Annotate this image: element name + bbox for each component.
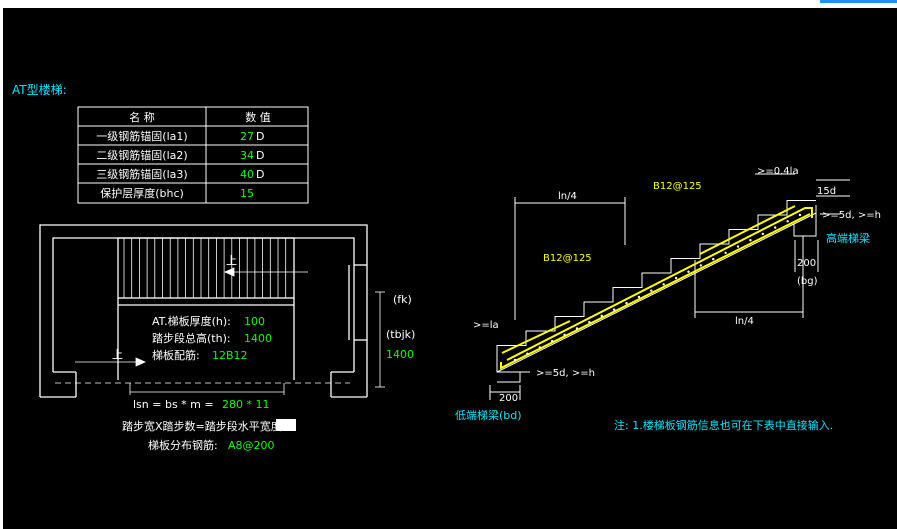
rebar-dot [712, 257, 715, 261]
plan-up-label: 上 [112, 348, 123, 361]
rebar-dot [612, 308, 616, 311]
rebar-dot [724, 251, 727, 255]
rebar-dot [637, 295, 641, 299]
total-height-value[interactable]: 1400 [244, 332, 272, 345]
rebar-dot [526, 352, 529, 355]
rebar-dot [749, 239, 752, 242]
low-beam-label: 低端梯梁(bd) [455, 408, 522, 422]
dist-rebar-label: 梯板分布钢筋: [148, 438, 218, 452]
table-row-name: 一级钢筋锚固(la1) [96, 129, 187, 143]
rebar-dot [786, 220, 789, 223]
dim-200-left: 200 [499, 393, 518, 404]
rebar-dot [798, 213, 802, 217]
la-left-label: >=la [473, 320, 499, 331]
rebar-dot [550, 339, 554, 343]
rebar-dot [600, 314, 603, 318]
ln4-lower: ln/4 [735, 316, 754, 327]
five-d-h-lower: >=5d, >=h [536, 368, 595, 379]
rebar-dot [625, 302, 628, 305]
rebar-dot [774, 226, 777, 229]
table-row-value[interactable]: 15 [240, 187, 254, 200]
rebar-dot [588, 320, 591, 324]
bg-label: (bg) [797, 276, 818, 287]
thickness-label: AT.梯板厚度(h): [152, 314, 231, 328]
cad-canvas [3, 8, 897, 529]
table-row-unit: D [256, 149, 264, 162]
five-d-top-label: 15d [817, 186, 836, 197]
table-row-name: 二级钢筋锚固(la2) [96, 148, 187, 162]
dist-rebar-value[interactable]: A8@200 [228, 439, 275, 452]
table-row-unit: D [256, 130, 264, 143]
table-row-name: 保护层厚度(bhc) [100, 186, 184, 200]
table-header-name: 名 称 [129, 110, 155, 124]
stair-treads [123, 238, 287, 298]
tbjk-value[interactable]: 1400 [386, 348, 414, 361]
ln4-upper: ln/4 [558, 191, 577, 202]
lsn-formula: lsn = bs * m = [133, 398, 214, 411]
table-row-value[interactable]: 27 [240, 130, 254, 143]
plan-up-label: 上 [226, 254, 237, 267]
note-text: 注: 1.楼梯板钢筋信息也可在下表中直接输入. [614, 418, 833, 432]
plan-guide-lines [55, 267, 385, 395]
rebar-dot [699, 264, 703, 267]
rebar-dot [563, 333, 566, 336]
tbjk-label: (tbjk) [386, 328, 415, 341]
stair-section [489, 173, 850, 400]
rebar-dot [513, 358, 517, 362]
five-d-h-upper: >=5d, >=h [822, 210, 881, 221]
stair-plan [39, 224, 368, 398]
anchor-la-label: >=0.4la [757, 166, 799, 177]
rebar-dot [650, 289, 653, 292]
rebar-dot [538, 346, 541, 349]
table-row-name: 三级钢筋锚固(la3) [96, 167, 187, 181]
rebar-dot [575, 327, 579, 330]
rebar-value[interactable]: 12B12 [212, 349, 248, 362]
rebar-table [77, 106, 309, 204]
rebar-dot [674, 276, 678, 280]
fk-label: (fk) [393, 293, 412, 306]
dim-200-right: 200 [797, 258, 816, 269]
table-row-value[interactable]: 34 [240, 149, 254, 162]
rebar-dot [687, 270, 690, 273]
top-rebar-upper[interactable]: B12@125 [653, 181, 702, 192]
thickness-value[interactable]: 100 [244, 315, 265, 328]
top-accent-bar [820, 0, 897, 3]
table-header-value: 数 值 [245, 111, 271, 124]
high-beam-label: 高端梯梁 [826, 231, 870, 245]
lsn-value[interactable]: 280 * 11 [222, 398, 270, 411]
rebar-dot [662, 283, 665, 286]
drawing-title: AT型楼梯: [12, 82, 67, 97]
total-height-label: 踏步段总高(th): [152, 331, 231, 345]
rebar-dot [761, 232, 765, 236]
top-rebar-lower[interactable]: B12@125 [543, 253, 592, 264]
table-row-unit: D [256, 168, 264, 181]
cursor-block [276, 419, 296, 431]
distribution-bar-dots [513, 213, 802, 362]
table-row-value[interactable]: 40 [240, 168, 254, 181]
step-width-label: 踏步宽X踏步数=踏步段水平宽度 [122, 419, 282, 433]
rebar-label: 梯板配筋: [152, 348, 200, 362]
rebar-lines [500, 205, 813, 370]
rebar-dot [736, 245, 740, 248]
